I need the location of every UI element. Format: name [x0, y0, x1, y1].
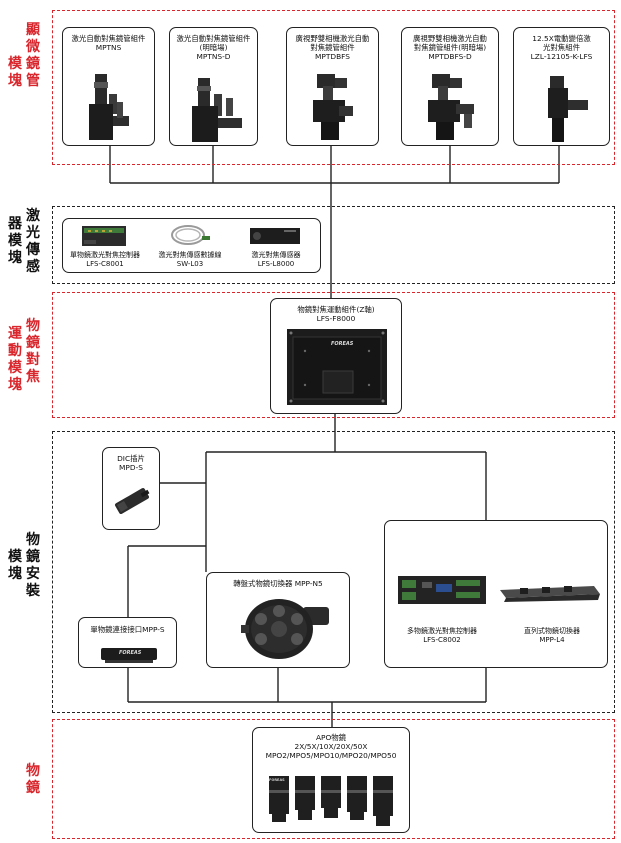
card-mpp-n5[interactable]: 轉盤式物鏡切換器 MPP-N5 — [206, 572, 350, 668]
card-mptns[interactable]: 激光自動對焦鏡管組件 MPTNS — [62, 27, 155, 146]
product-name: 對焦鏡管組件 — [310, 43, 355, 52]
cable-image — [171, 225, 210, 245]
product-code: LFS-F8000 — [316, 314, 356, 323]
product-name: 廣視野雙相機激光自動 — [413, 34, 487, 43]
card-lfs-f8000[interactable]: 物鏡對焦運動組件(Z軸) LFS-F8000 FOREAS — [270, 298, 402, 414]
product-name: DIC插片 — [117, 454, 145, 463]
card-mptdbfs-d[interactable]: 廣視野雙相機激光自動 對焦鏡管組件(明暗場) MPTDBFS-D — [401, 27, 499, 146]
multi-controller-image — [398, 576, 486, 604]
product-name: 激光自動對焦鏡管組件 — [176, 34, 251, 43]
card-lzl-12105-k-lfs[interactable]: 12.5X電動變倍激 光對焦組件 LZL-12105-K-LFS — [513, 27, 610, 146]
turret-image — [241, 599, 329, 659]
group-objective — [52, 719, 615, 839]
focus-stage-image — [287, 329, 387, 405]
group-microscope-tube — [52, 10, 615, 165]
card-mptdbfs[interactable]: 廣視野雙相機激光自動 對焦鏡管組件 MPTDBFS — [286, 27, 379, 146]
group-focus-motion — [52, 292, 615, 418]
group-laser-sensor — [52, 206, 615, 284]
product-name: 轉盤式物鏡切換器 MPP-N5 — [233, 579, 323, 588]
product-code: MPTDBFS-D — [428, 52, 472, 61]
card-mpp-s[interactable]: 單物鏡連接接口MPP-S FOREAS — [78, 617, 177, 668]
product-code: MPTDBFS — [315, 52, 350, 61]
tube-image — [192, 78, 242, 142]
tube-image — [89, 74, 129, 140]
product-name: 光對焦組件 — [543, 43, 580, 52]
brand-logo: FOREAS — [269, 778, 285, 782]
tube-image — [548, 76, 588, 142]
product-name: 對焦鏡管組件(明暗場) — [413, 43, 487, 52]
brand-logo: FOREAS — [119, 650, 142, 656]
group-objective-install — [52, 431, 615, 713]
card-mpd-s[interactable]: DIC插片 MPD-S — [102, 447, 160, 530]
product-note: (明暗場) — [199, 43, 228, 52]
controller-image — [82, 226, 126, 246]
tube-image — [428, 74, 474, 140]
sensor-image — [250, 228, 300, 244]
product-name: 物鏡對焦運動組件(Z軸) — [297, 305, 375, 314]
card-apo-objectives[interactable]: APO物鏡 2X/5X/10X/20X/50X MPO2/MPO5/MPO10/… — [252, 727, 410, 833]
product-code: LZL-12105-K-LFS — [530, 52, 593, 61]
product-code: MPD-S — [119, 463, 143, 472]
product-name: 廣視野雙相機激光自動 — [295, 34, 370, 43]
card-mptns-d[interactable]: 激光自動對焦鏡管組件 (明暗場) MPTNS-D — [169, 27, 258, 146]
product-code: MPTNS — [95, 43, 122, 52]
product-name: APO物鏡 — [315, 733, 347, 742]
linear-changer-image — [500, 586, 600, 602]
brand-logo: FOREAS — [331, 341, 354, 347]
objective-magnifications: 2X/5X/10X/20X/50X — [294, 742, 368, 751]
objectives-image — [269, 776, 393, 826]
tube-image — [313, 74, 353, 140]
dic-slider-image — [115, 488, 150, 514]
product-code: MPTNS-D — [196, 52, 231, 61]
label-objective: 物鏡 — [26, 763, 41, 796]
product-name: 激光自動對焦鏡管組件 — [71, 34, 146, 43]
product-name: 單物鏡連接接口MPP-S — [90, 625, 165, 634]
single-adapter-image — [101, 648, 157, 663]
product-name: 12.5X電動變倍激 — [532, 34, 591, 43]
objective-models: MPO2/MPO5/MPO10/MPO20/MPO50 — [265, 751, 397, 760]
